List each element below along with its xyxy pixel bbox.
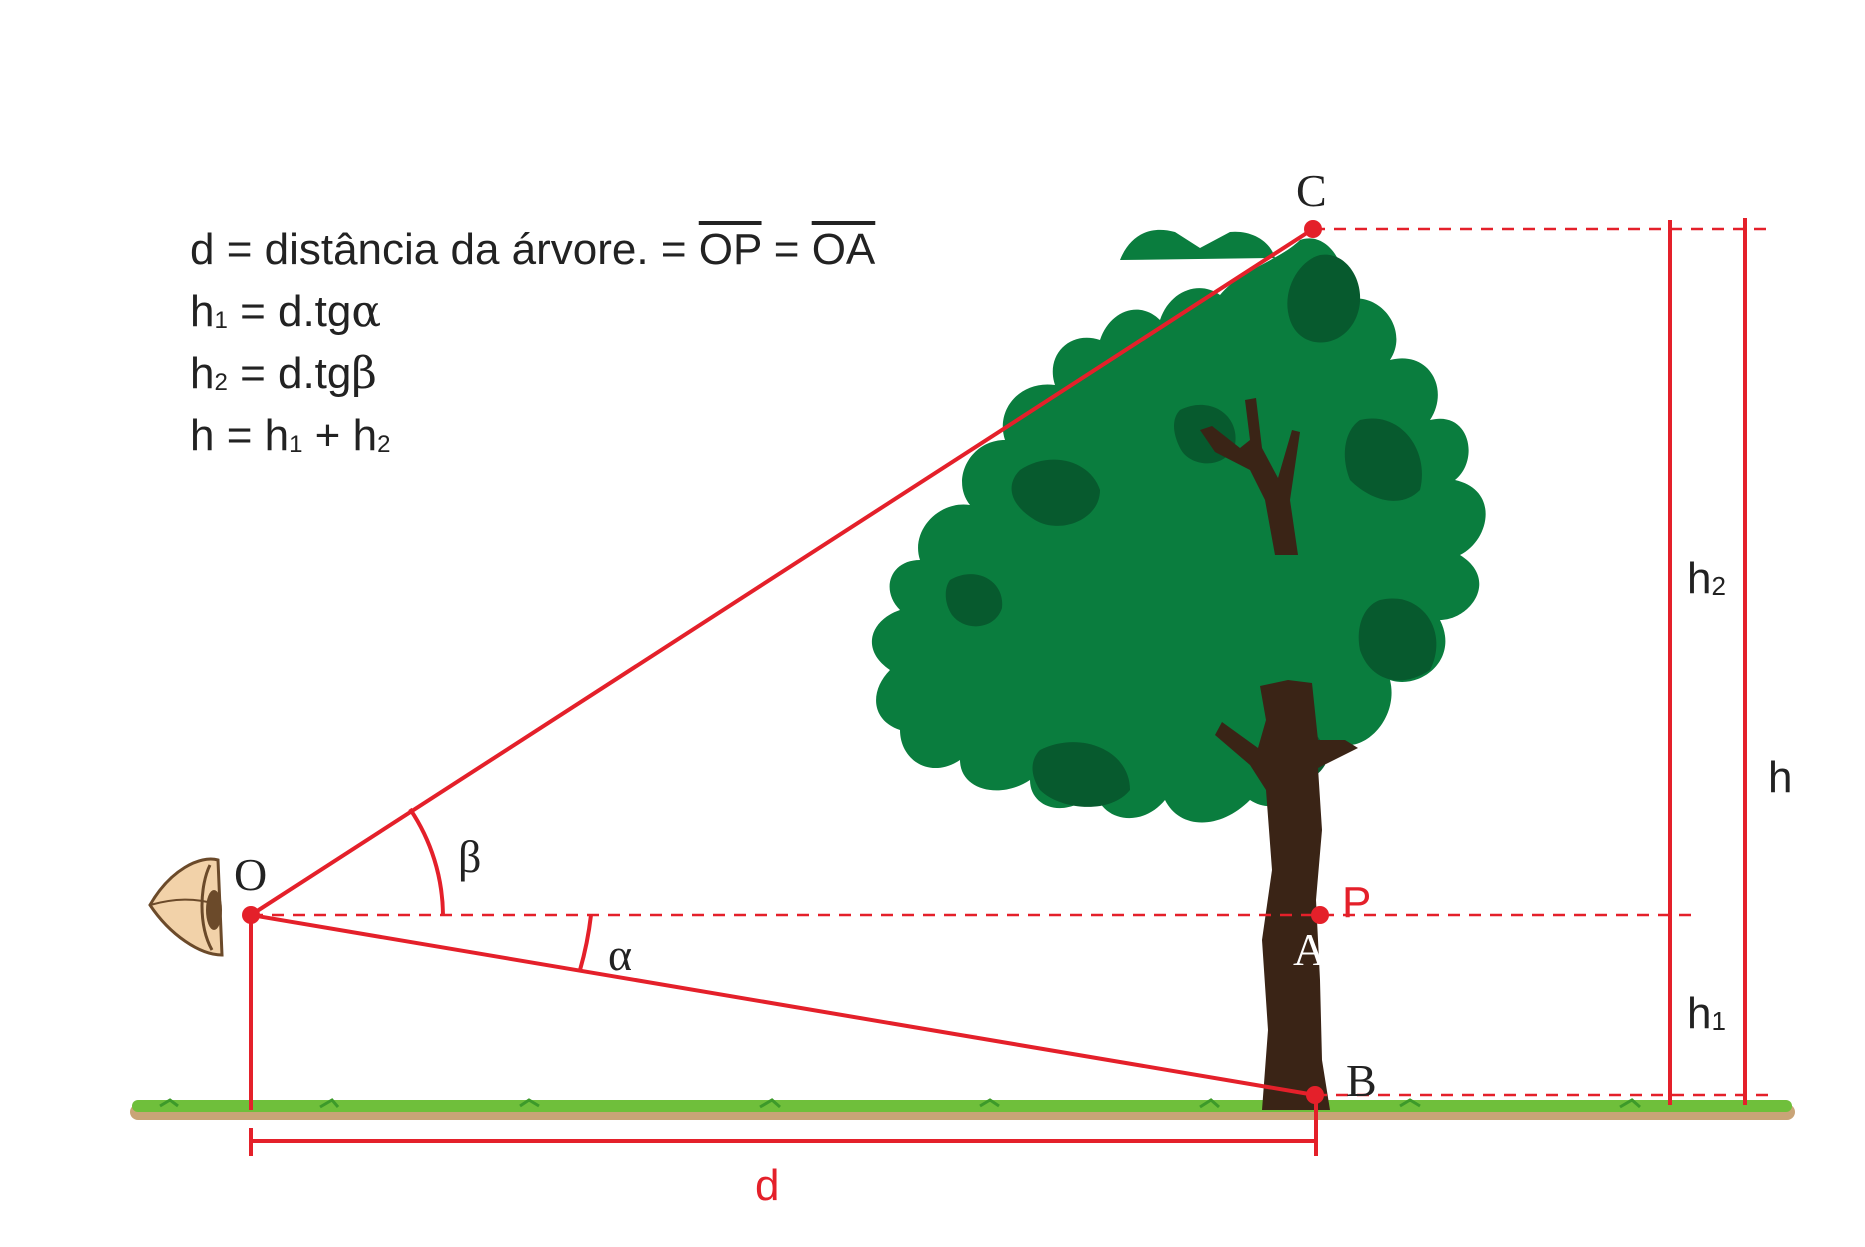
- dashed-lines: [251, 227, 1770, 1097]
- tree-icon: [871, 229, 1486, 1110]
- measure-h-label: h: [1768, 753, 1792, 802]
- arc-alpha: [578, 914, 593, 971]
- angle-alpha-label: α: [608, 929, 632, 980]
- tree-foliage: [871, 229, 1486, 823]
- label-P: P: [1342, 878, 1371, 927]
- formula-h2: h2 = d.tgβ: [190, 348, 377, 399]
- tree-trunk: [1215, 680, 1358, 1110]
- label-O: O: [234, 849, 267, 900]
- label-C: C: [1296, 165, 1327, 216]
- point-O: [242, 906, 260, 924]
- point-P: [1311, 906, 1329, 924]
- point-C: [1304, 220, 1322, 238]
- tree-branch: [1200, 398, 1300, 555]
- point-B: [1306, 1086, 1324, 1104]
- label-A: A: [1293, 924, 1326, 975]
- formula-distance: d = distância da árvore. = OP = OA: [190, 225, 876, 274]
- measure-h1-label: h1: [1687, 989, 1726, 1038]
- grass-ground: [130, 1098, 1795, 1120]
- formula-h-total: h = h1 + h2: [190, 411, 391, 460]
- line-OC: [249, 227, 1315, 917]
- angle-beta-label: β: [458, 831, 481, 882]
- label-B: B: [1346, 1055, 1377, 1106]
- measure-d-label: d: [755, 1161, 779, 1210]
- segment-OP: OP: [698, 225, 762, 274]
- arc-beta: [408, 807, 445, 916]
- segment-OA: OA: [811, 225, 876, 274]
- construction-lines: [249, 218, 1747, 1156]
- formula-h1: h1 = d.tgα: [190, 286, 382, 337]
- line-OB: [250, 913, 1316, 1097]
- measure-h2-label: h2: [1687, 554, 1726, 603]
- points: [242, 220, 1329, 1104]
- eye-icon: [148, 857, 224, 957]
